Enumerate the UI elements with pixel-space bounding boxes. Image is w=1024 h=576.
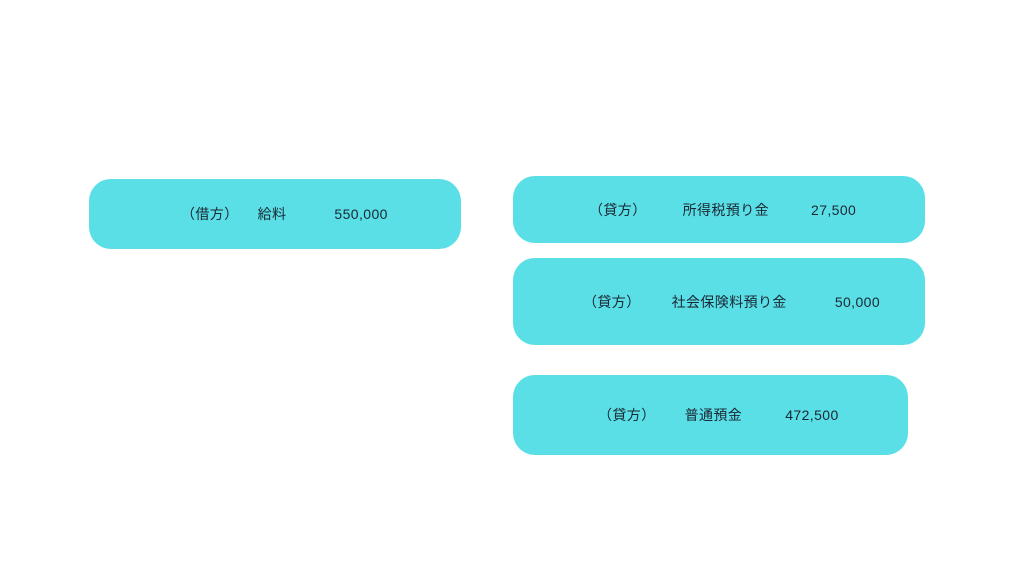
credit-entry-card-social-insurance-deposit[interactable]: （貸方） 社会保険料預り金 50,000 [513, 258, 925, 345]
entry-account-name: 社会保険料預り金 [671, 293, 787, 310]
entry-amount: 50,000 [834, 293, 881, 310]
debit-entry-card-salary[interactable]: （借方） 給料 550,000 [89, 179, 461, 249]
entry-amount: 550,000 [334, 206, 388, 222]
entry-line: （貸方） 普通預金 472,500 [513, 408, 839, 422]
entry-line: （貸方） 所得税預り金 27,500 [513, 203, 856, 217]
credit-entry-card-ordinary-deposit[interactable]: （貸方） 普通預金 472,500 [513, 375, 908, 455]
entry-side-label: （借方） [181, 206, 239, 222]
entry-account-name: 所得税預り金 [682, 201, 770, 218]
entry-side-label: （貸方） [598, 407, 656, 423]
entry-amount: 27,500 [811, 201, 857, 218]
entry-side-label: （貸方） [589, 201, 647, 218]
entry-account-name: 給料 [257, 206, 287, 222]
entry-line: （貸方） 社会保険料預り金 50,000 [513, 295, 880, 309]
entry-account-name: 普通預金 [684, 407, 743, 423]
credit-entry-card-income-tax-deposit[interactable]: （貸方） 所得税預り金 27,500 [513, 176, 925, 243]
entry-line: （借方） 給料 550,000 [89, 207, 388, 221]
entry-side-label: （貸方） [583, 293, 641, 310]
entry-amount: 472,500 [785, 407, 839, 423]
